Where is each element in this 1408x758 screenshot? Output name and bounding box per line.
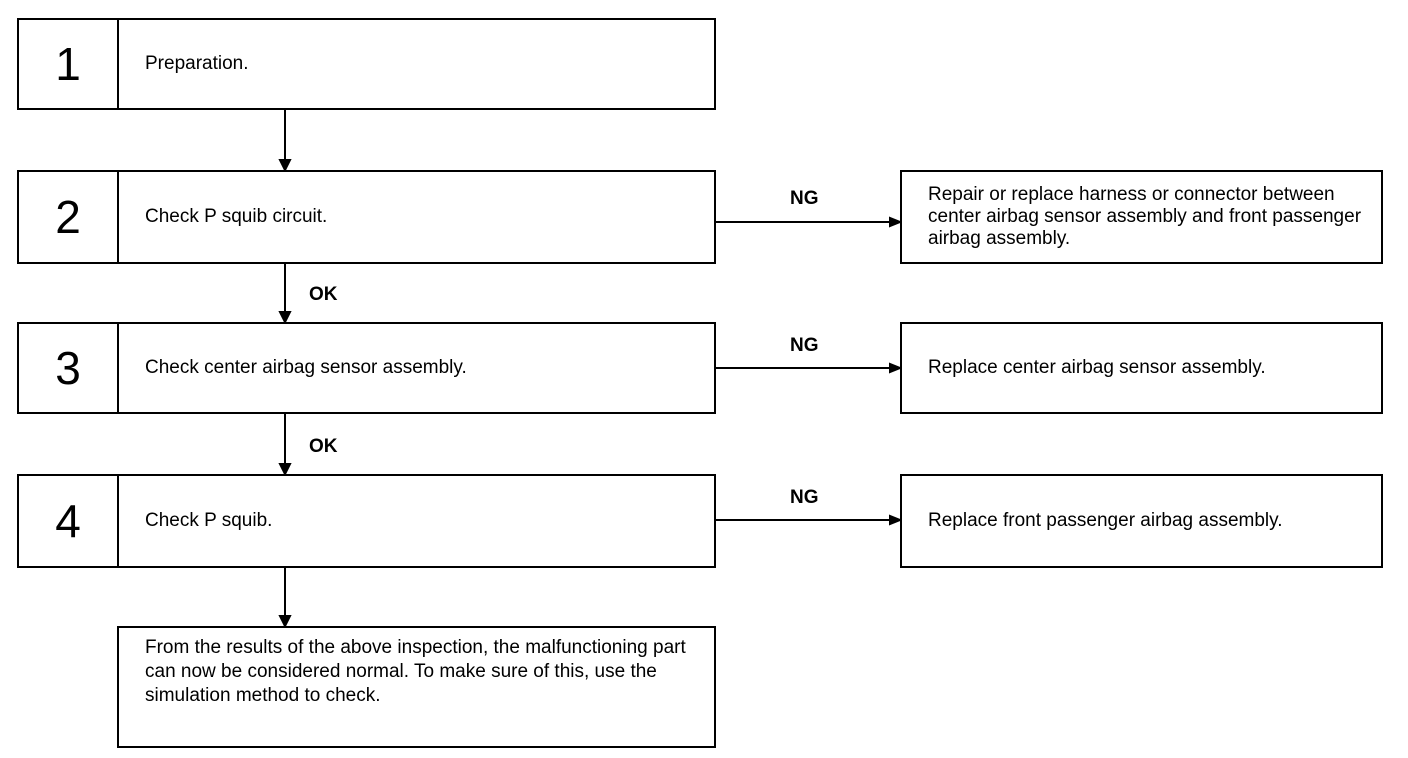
result-text: Replace front passenger airbag assembly.	[928, 510, 1283, 531]
step-box-2: 2 Check P squib circuit.	[17, 170, 716, 264]
step-number: 4	[19, 476, 119, 566]
step-text: Check P squib.	[145, 510, 273, 531]
result-box-4: Replace front passenger airbag assembly.	[900, 474, 1383, 568]
ng-arrow-head-4	[889, 514, 903, 526]
step-text: Check P squib circuit.	[145, 206, 328, 227]
ng-arrow-head-2	[889, 216, 903, 228]
result-text: Repair or replace harness or connector b…	[928, 184, 1362, 249]
step-text: Preparation.	[145, 53, 249, 74]
result-box-2: Repair or replace harness or connector b…	[900, 170, 1383, 264]
step-text: Check center airbag sensor assembly.	[145, 357, 467, 378]
ng-label-4: NG	[790, 487, 819, 508]
step-number: 2	[19, 172, 119, 262]
ok-label-2-3: OK	[309, 284, 338, 305]
step-box-3: 3 Check center airbag sensor assembly.	[17, 322, 716, 414]
ok-label-3-4: OK	[309, 436, 338, 457]
step-box-4: 4 Check P squib.	[17, 474, 716, 568]
ng-label-2: NG	[790, 188, 819, 209]
arrow-head-3-4	[278, 463, 292, 477]
arrow-head-2-3	[278, 311, 292, 325]
result-box-3: Replace center airbag sensor assembly.	[900, 322, 1383, 414]
step-box-1: 1 Preparation.	[17, 18, 716, 110]
final-text: From the results of the above inspection…	[145, 637, 686, 706]
step-number: 1	[19, 20, 119, 108]
ng-arrow-head-3	[889, 362, 903, 374]
result-text: Replace center airbag sensor assembly.	[928, 357, 1266, 378]
final-conclusion-box: From the results of the above inspection…	[117, 626, 716, 748]
arrow-head-1-2	[278, 159, 292, 173]
arrow-head-4-final	[278, 615, 292, 629]
step-number: 3	[19, 324, 119, 412]
ng-label-3: NG	[790, 335, 819, 356]
